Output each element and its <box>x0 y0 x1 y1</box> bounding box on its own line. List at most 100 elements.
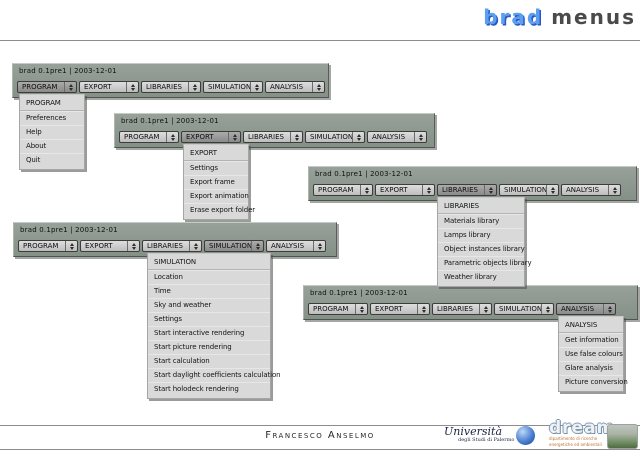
updown-arrows-icon <box>417 304 429 314</box>
menu-button-label: LIBRARIES <box>248 133 284 141</box>
menu-item-settings[interactable]: Settings <box>148 312 270 326</box>
menu-button-simulation[interactable]: SIMULATION <box>204 240 264 252</box>
menu-button-label: PROGRAM <box>124 133 160 141</box>
window-title: brad 0.1pre1 | 2003-12-01 <box>19 67 117 75</box>
menu-item-export-frame[interactable]: Export frame <box>184 175 248 189</box>
menu-button-program[interactable]: PROGRAM <box>17 81 77 93</box>
menu-button-analysis[interactable]: ANALYSIS <box>561 184 621 196</box>
menu-item-materials-library[interactable]: Materials library <box>438 214 524 228</box>
menu-button-libraries[interactable]: LIBRARIES <box>437 184 497 196</box>
menu-item-start-interactive-rendering[interactable]: Start interactive rendering <box>148 326 270 340</box>
dream-logo-text: dream <box>549 418 616 438</box>
menu-item-quit[interactable]: Quit <box>20 153 84 167</box>
updown-arrows-icon <box>189 241 201 251</box>
updown-arrows-icon <box>313 241 325 251</box>
dream-logo-gradient-bar <box>607 424 638 449</box>
menu-item-lamps-library[interactable]: Lamps library <box>438 228 524 242</box>
menu-item-start-holodeck-rendering[interactable]: Start holodeck rendering <box>148 382 270 396</box>
menu-item-use-false-colours[interactable]: Use false colours <box>559 347 623 361</box>
menu-button-libraries[interactable]: LIBRARIES <box>141 81 201 93</box>
updown-arrows-icon <box>422 185 434 195</box>
updown-arrows-icon <box>352 132 364 142</box>
updown-arrows-icon <box>127 241 139 251</box>
menu-button-label: LIBRARIES <box>442 186 478 194</box>
menu-button-simulation[interactable]: SIMULATION <box>499 184 559 196</box>
dream-subtitle-line2: energetiche ed ambientali <box>549 441 602 447</box>
dropdown-analysis: ANALYSIS Get information Use false colou… <box>558 316 628 392</box>
menu-item-erase-export-folder[interactable]: Erase export folder <box>184 203 255 217</box>
menu-item-start-calculation[interactable]: Start calculation <box>148 354 270 368</box>
menu-button-analysis[interactable]: ANALYSIS <box>266 240 326 252</box>
menu-button-program[interactable]: PROGRAM <box>119 131 179 143</box>
menu-button-export[interactable]: EXPORT <box>375 184 435 196</box>
menu-button-analysis[interactable]: ANALYSIS <box>367 131 427 143</box>
menu-item-settings[interactable]: Settings <box>184 161 248 175</box>
university-subtitle: degli Studi di Palermo <box>458 437 515 443</box>
menu-item-export-animation[interactable]: Export animation <box>184 189 249 203</box>
university-name: Università <box>444 425 502 438</box>
menu-button-libraries[interactable]: LIBRARIES <box>432 303 492 315</box>
menu-item-picture-conversion[interactable]: Picture conversion <box>559 375 628 389</box>
globe-icon <box>516 426 535 445</box>
menu-button-export[interactable]: EXPORT <box>79 81 139 93</box>
menu-item-export[interactable]: EXPORT <box>184 147 248 161</box>
menu-item-glare-analysis[interactable]: Glare analysis <box>559 361 623 375</box>
menu-button-program[interactable]: PROGRAM <box>313 184 373 196</box>
menu-button-simulation[interactable]: SIMULATION <box>305 131 365 143</box>
menu-button-label: SIMULATION <box>504 186 548 194</box>
menu-button-analysis[interactable]: ANALYSIS <box>556 303 616 315</box>
menu-button-label: SIMULATION <box>499 305 543 313</box>
menu-item-preferences[interactable]: Preferences <box>20 111 84 125</box>
updown-arrows-icon <box>166 132 178 142</box>
menu-button-export[interactable]: EXPORT <box>370 303 430 315</box>
menu-item-weather-library[interactable]: Weather library <box>438 270 524 284</box>
updown-arrows-icon <box>251 241 263 251</box>
menu-item-location[interactable]: Location <box>148 270 270 284</box>
menu-button-label: EXPORT <box>85 242 113 250</box>
menu-button-simulation[interactable]: SIMULATION <box>494 303 554 315</box>
menu-button-label: PROGRAM <box>313 305 349 313</box>
updown-arrows-icon <box>126 82 138 92</box>
menu-button-export[interactable]: EXPORT <box>181 131 241 143</box>
menubar-analysis-open: brad 0.1pre1 | 2003-12-01 PROGRAM EXPORT… <box>303 285 638 392</box>
menu-button-label: ANALYSIS <box>561 305 595 313</box>
menu-item-parametric-objects-library[interactable]: Parametric objects library <box>438 256 532 270</box>
menu-button-label: ANALYSIS <box>372 133 406 141</box>
author-name: Francesco Anselmo <box>265 430 375 441</box>
updown-arrows-icon <box>228 132 240 142</box>
menu-item-get-information[interactable]: Get information <box>559 333 623 347</box>
footer-divider <box>0 425 640 426</box>
updown-arrows-icon <box>290 132 302 142</box>
menu-button-program[interactable]: PROGRAM <box>308 303 368 315</box>
menu-item-analysis[interactable]: ANALYSIS <box>559 319 623 333</box>
dropdown-simulation: SIMULATION Location Time Sky and weather… <box>147 253 281 399</box>
menu-item-sky-and-weather[interactable]: Sky and weather <box>148 298 270 312</box>
menu-item-start-picture-rendering[interactable]: Start picture rendering <box>148 340 270 354</box>
menu-button-program[interactable]: PROGRAM <box>18 240 78 252</box>
menu-item-program[interactable]: PROGRAM <box>20 97 84 111</box>
menu-button-label: SIMULATION <box>208 83 252 91</box>
dream-logo: dream dipartimento di ricerche energetic… <box>549 418 616 447</box>
updown-arrows-icon <box>414 132 426 142</box>
dropdown-export: EXPORT Settings Export frame Export anim… <box>183 144 255 220</box>
menu-item-libraries[interactable]: LIBRARIES <box>438 200 524 214</box>
menu-button-analysis[interactable]: ANALYSIS <box>265 81 325 93</box>
menu-item-about[interactable]: About <box>20 139 84 153</box>
menu-button-export[interactable]: EXPORT <box>80 240 140 252</box>
menu-item-object-instances-library[interactable]: Object instances library <box>438 242 525 256</box>
menubar-export-open: brad 0.1pre1 | 2003-12-01 PROGRAM EXPORT… <box>114 113 435 220</box>
dream-subtitle-line1: dipartimento di ricerche <box>549 436 598 441</box>
menu-button-simulation[interactable]: SIMULATION <box>203 81 263 93</box>
updown-arrows-icon <box>608 185 620 195</box>
menu-item-simulation[interactable]: SIMULATION <box>148 256 270 270</box>
menubar-simulation-open: brad 0.1pre1 | 2003-12-01 PROGRAM EXPORT… <box>13 222 337 399</box>
menu-item-time[interactable]: Time <box>148 284 270 298</box>
menu-item-start-daylight-coefficients-calculation[interactable]: Start daylight coefficients calculation <box>148 368 281 382</box>
menu-button-libraries[interactable]: LIBRARIES <box>142 240 202 252</box>
updown-arrows-icon <box>546 185 558 195</box>
menu-button-libraries[interactable]: LIBRARIES <box>243 131 303 143</box>
menu-button-label: ANALYSIS <box>271 242 305 250</box>
menu-item-help[interactable]: Help <box>20 125 84 139</box>
updown-arrows-icon <box>188 82 200 92</box>
